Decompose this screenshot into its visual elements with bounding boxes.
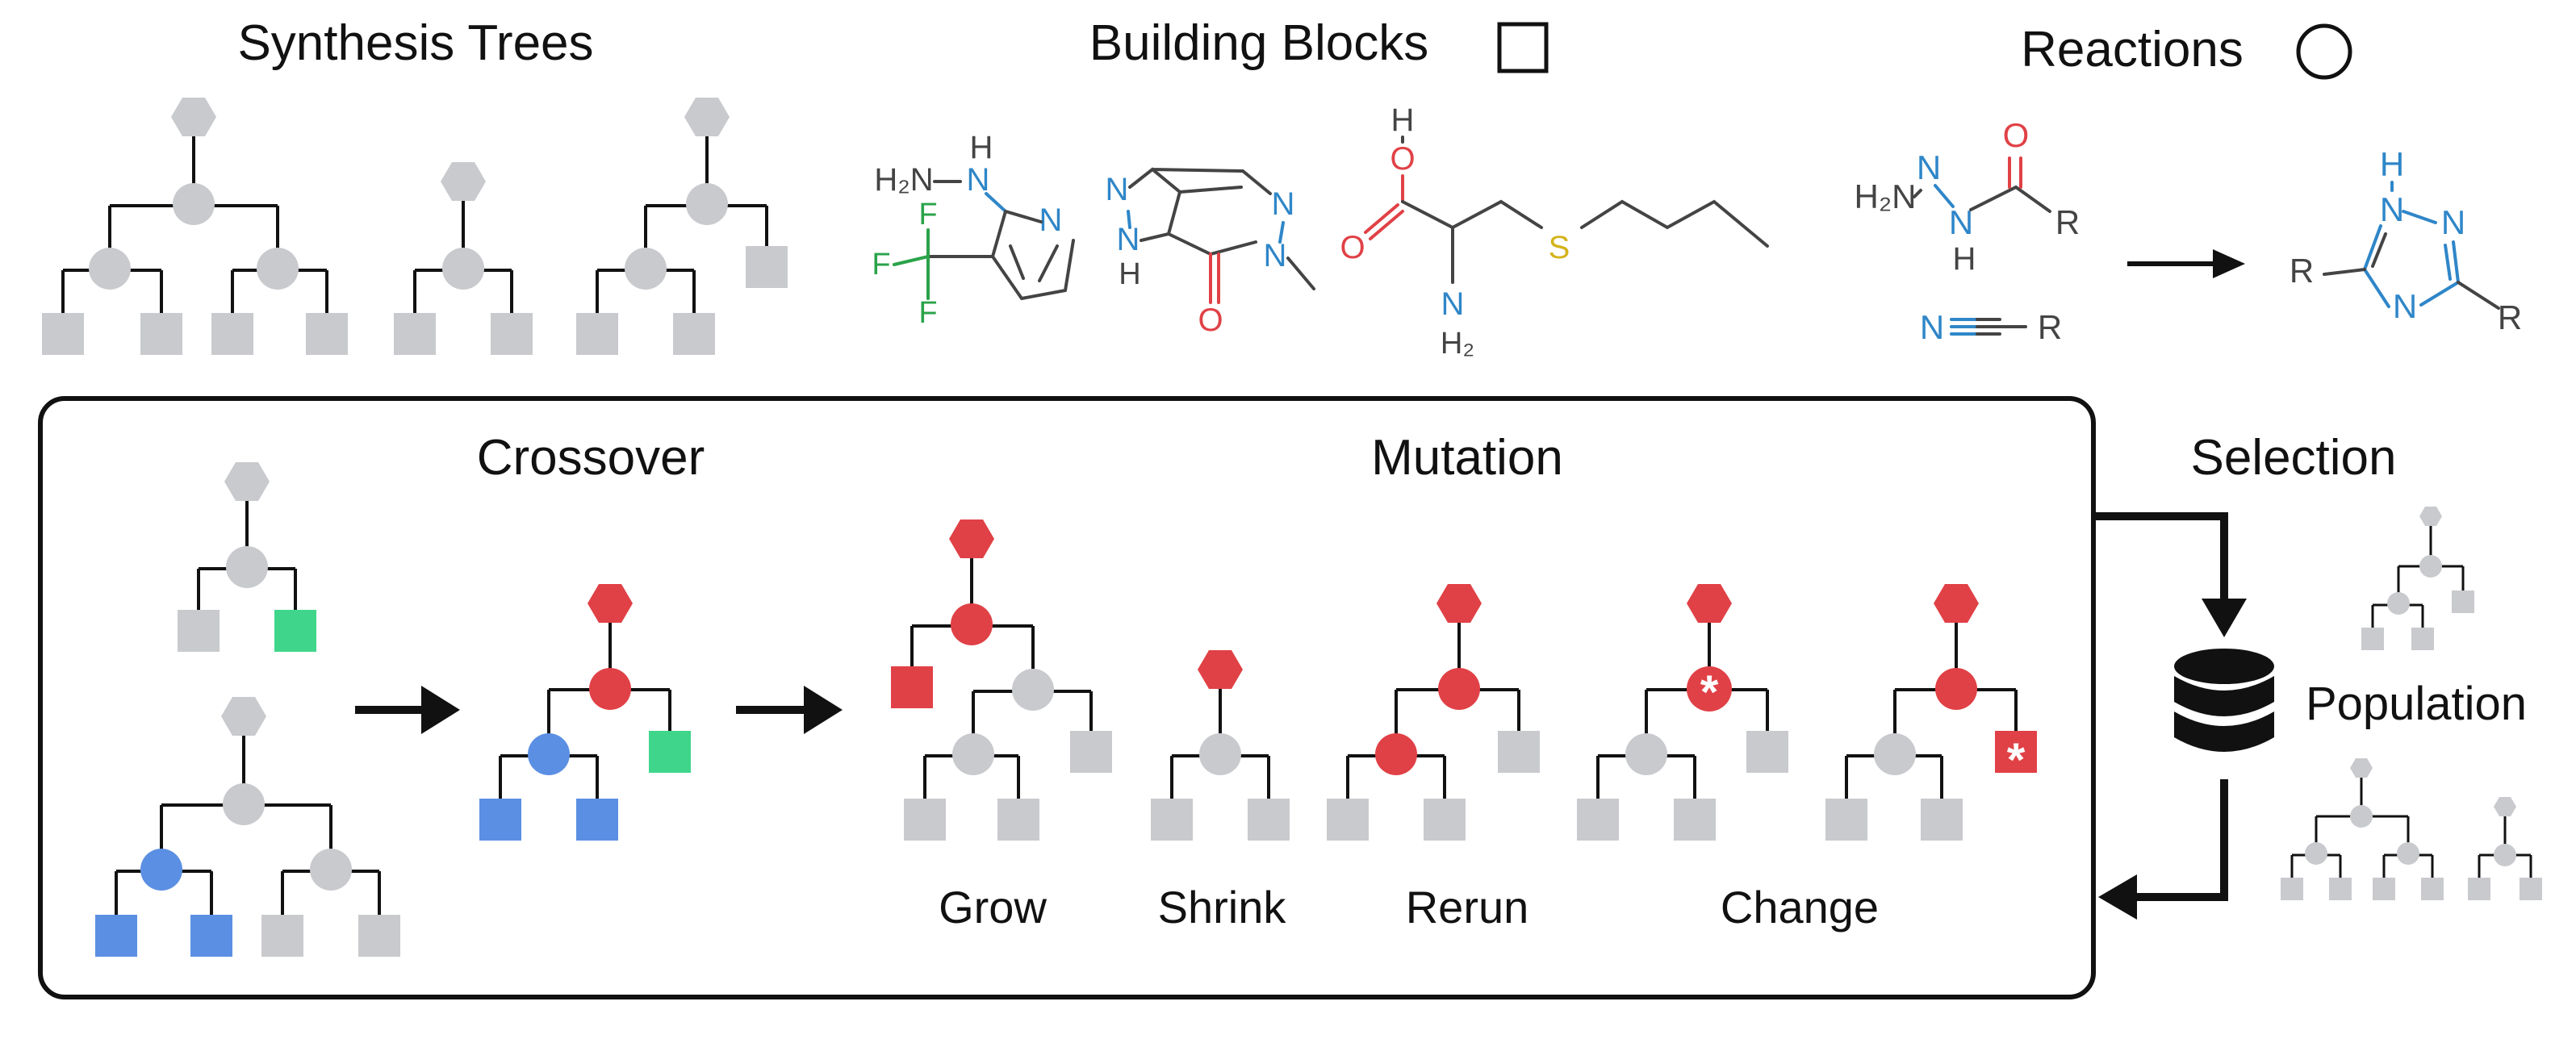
building-blocks-title: Building Blocks <box>1089 15 1428 71</box>
svg-text:H₂N: H₂N <box>874 162 933 198</box>
reaction-scheme: H₂N N H N O R N R H N N N R R <box>1855 116 2523 346</box>
svg-text:H: H <box>1119 257 1140 291</box>
svg-text:O: O <box>1390 141 1415 177</box>
svg-text:H₂N: H₂N <box>1855 177 1917 215</box>
crossover-title: Crossover <box>477 430 705 486</box>
mutation-change-tree-1: * <box>1577 584 1788 841</box>
operators-panel <box>38 396 2096 999</box>
svg-text:S: S <box>1549 230 1570 265</box>
svg-text:N: N <box>967 162 990 198</box>
svg-text:N: N <box>1106 172 1129 207</box>
svg-text:H₂: H₂ <box>1441 327 1474 361</box>
mutation-shrink-tree <box>1151 650 1290 841</box>
mutation-grow-tree <box>891 520 1112 841</box>
svg-text:O: O <box>1340 230 1365 265</box>
crossover-child <box>479 584 691 841</box>
mutation-label-grow: Grow <box>939 882 1047 933</box>
svg-text:H: H <box>1953 241 1976 277</box>
mutation-label-shrink: Shrink <box>1158 882 1287 933</box>
mutation-rerun-tree <box>1327 584 1540 841</box>
svg-text:N: N <box>2380 190 2404 228</box>
svg-text:H: H <box>970 130 993 165</box>
svg-text:R: R <box>2498 298 2522 336</box>
population-label: Population <box>2306 678 2527 730</box>
arrow-down-icon <box>2093 512 2247 637</box>
building-block-1: H H₂N N F F F N <box>872 130 1075 330</box>
building-block-2: N N H N N O <box>1106 167 1315 338</box>
crossover-parent-2 <box>95 697 400 957</box>
asterisk-icon: * <box>2007 734 2026 787</box>
synthesis-tree-2 <box>394 162 533 355</box>
svg-text:O: O <box>2003 116 2030 154</box>
svg-text:N: N <box>1039 202 1063 238</box>
mutation-title: Mutation <box>1371 430 1563 486</box>
mutation-label-rerun: Rerun <box>1406 882 1529 933</box>
mutation-label-change: Change <box>1721 882 1879 933</box>
population-tree-1 <box>2361 507 2474 650</box>
synthesis-trees-title: Synthesis Trees <box>237 15 593 71</box>
asterisk-icon: * <box>1700 666 1719 719</box>
synthesis-tree-3 <box>576 98 788 355</box>
reaction-circle-icon <box>2296 23 2352 80</box>
svg-text:R: R <box>2290 252 2314 290</box>
crossover-parent-1 <box>178 462 316 652</box>
svg-text:O: O <box>1198 303 1223 338</box>
svg-text:R: R <box>2055 203 2080 241</box>
svg-text:N: N <box>2393 287 2417 325</box>
population-tree-2 <box>2281 758 2444 900</box>
building-block-square-icon <box>1497 22 1549 73</box>
arrow-right-icon <box>736 686 843 734</box>
svg-text:H: H <box>2380 145 2404 183</box>
svg-text:F: F <box>918 198 937 232</box>
svg-text:H: H <box>1391 102 1415 138</box>
svg-text:N: N <box>1264 238 1287 273</box>
mutation-change-tree-2: * <box>1825 584 2037 841</box>
svg-text:N: N <box>1441 286 1465 322</box>
arrow-right-icon <box>355 686 460 734</box>
svg-text:R: R <box>2038 308 2062 346</box>
arrow-right-icon <box>2127 249 2245 278</box>
svg-text:N: N <box>2441 203 2465 241</box>
svg-text:F: F <box>918 296 937 330</box>
synthesis-tree-1 <box>42 98 348 355</box>
population-tree-3 <box>2468 797 2542 900</box>
database-icon <box>2174 649 2274 752</box>
svg-text:N: N <box>1272 186 1295 222</box>
reactions-title: Reactions <box>2021 22 2244 77</box>
arrow-left-icon <box>2098 779 2228 920</box>
building-block-3: H O O S N H₂ <box>1340 102 1769 361</box>
selection-title: Selection <box>2190 430 2396 486</box>
svg-text:N: N <box>1917 148 1941 186</box>
svg-text:F: F <box>872 248 890 282</box>
svg-text:N: N <box>1117 222 1140 257</box>
svg-text:N: N <box>1920 308 1944 346</box>
